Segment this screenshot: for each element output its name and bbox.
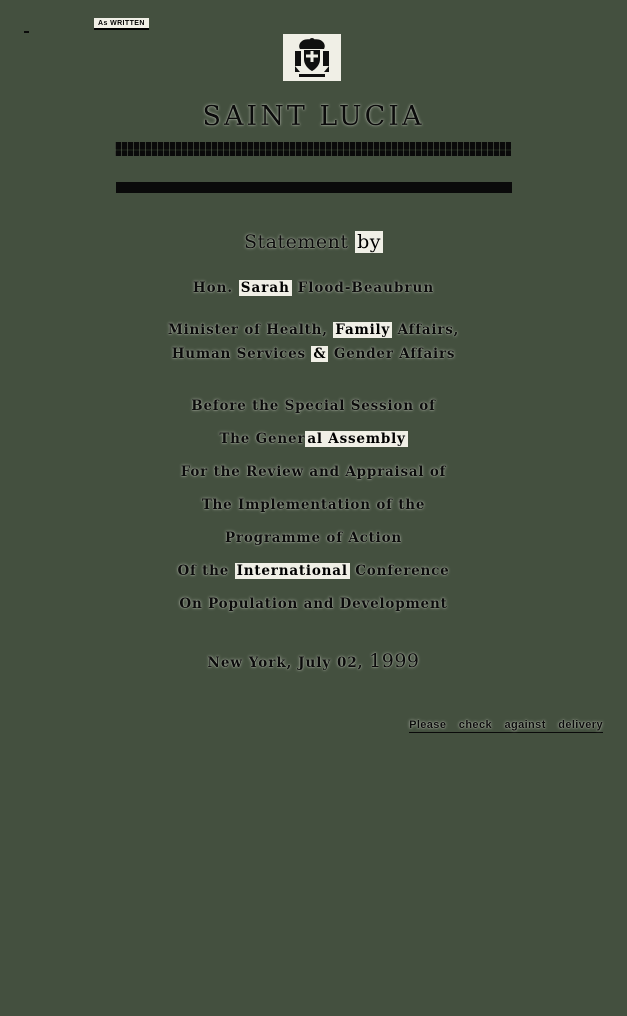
speaker-highlight: Sarah — [238, 280, 292, 296]
minister-title-block: Minister of Health, Family Affairs, Huma… — [0, 318, 627, 366]
body-line-1-text: Before the Special Session of — [191, 398, 436, 414]
body-line-2-text: The Gener — [219, 431, 306, 447]
statement-line: Statement by — [0, 231, 627, 253]
statement-text: Statement — [244, 231, 356, 253]
country-title: SAINT LUCIA — [202, 101, 425, 132]
coat-of-arms-icon — [295, 38, 329, 77]
as-written-stamp: As WRITTEN — [94, 18, 149, 30]
body-line-3-text: For the Review and Appraisal of — [180, 464, 447, 480]
as-written-label: As WRITTEN — [98, 20, 145, 27]
minister-line-1-text: Minister of Health, — [167, 322, 334, 338]
decorative-bar-top — [115, 142, 511, 156]
coat-of-arms — [283, 34, 341, 81]
minister-line-1-tail: Affairs, — [392, 322, 460, 338]
body-line-4: The Implementation of the — [0, 489, 627, 522]
body-line-6-tail: Conference — [349, 563, 450, 579]
body-line-6: Of the International Conference — [0, 555, 627, 588]
body-line-6-highlight: International — [234, 563, 350, 579]
body-line-7-text: On Population and Development — [179, 596, 448, 612]
body-line-5: Programme of Action — [0, 522, 627, 555]
scan-artifact-dot — [24, 31, 29, 33]
body-line-3: For the Review and Appraisal of — [0, 456, 627, 489]
date-year: 1999 — [369, 650, 420, 672]
body-line-2-highlight: al Assembly — [305, 431, 408, 447]
body-line-5-text: Programme of Action — [224, 530, 402, 546]
check-against-delivery-notice: Please check against delivery — [409, 719, 603, 733]
decorative-bar-bottom — [116, 182, 512, 193]
minister-line-2-highlight: & — [311, 346, 329, 362]
body-line-7: On Population and Development — [0, 588, 627, 621]
minister-line-2: Human Services & Gender Affairs — [0, 342, 627, 366]
speaker-line: Hon. Sarah Flood-Beaubrun — [0, 280, 627, 296]
body-line-1: Before the Special Session of — [0, 390, 627, 423]
speaker-tail: Flood-Beaubrun — [291, 280, 435, 296]
minister-line-1: Minister of Health, Family Affairs, — [0, 318, 627, 342]
statement-highlight: by — [355, 231, 383, 253]
minister-line-1-highlight: Family — [333, 322, 393, 338]
speaker-text: Hon. — [192, 280, 239, 296]
date-place-text: New York, July 02, — [207, 655, 370, 671]
minister-line-2-text: Human Services — [171, 346, 312, 362]
date-line: New York, July 02, 1999 — [0, 650, 627, 672]
body-line-4-text: The Implementation of the — [201, 497, 426, 513]
minister-line-2-tail: Gender Affairs — [328, 346, 456, 362]
body-line-6-text: Of the — [177, 563, 235, 579]
